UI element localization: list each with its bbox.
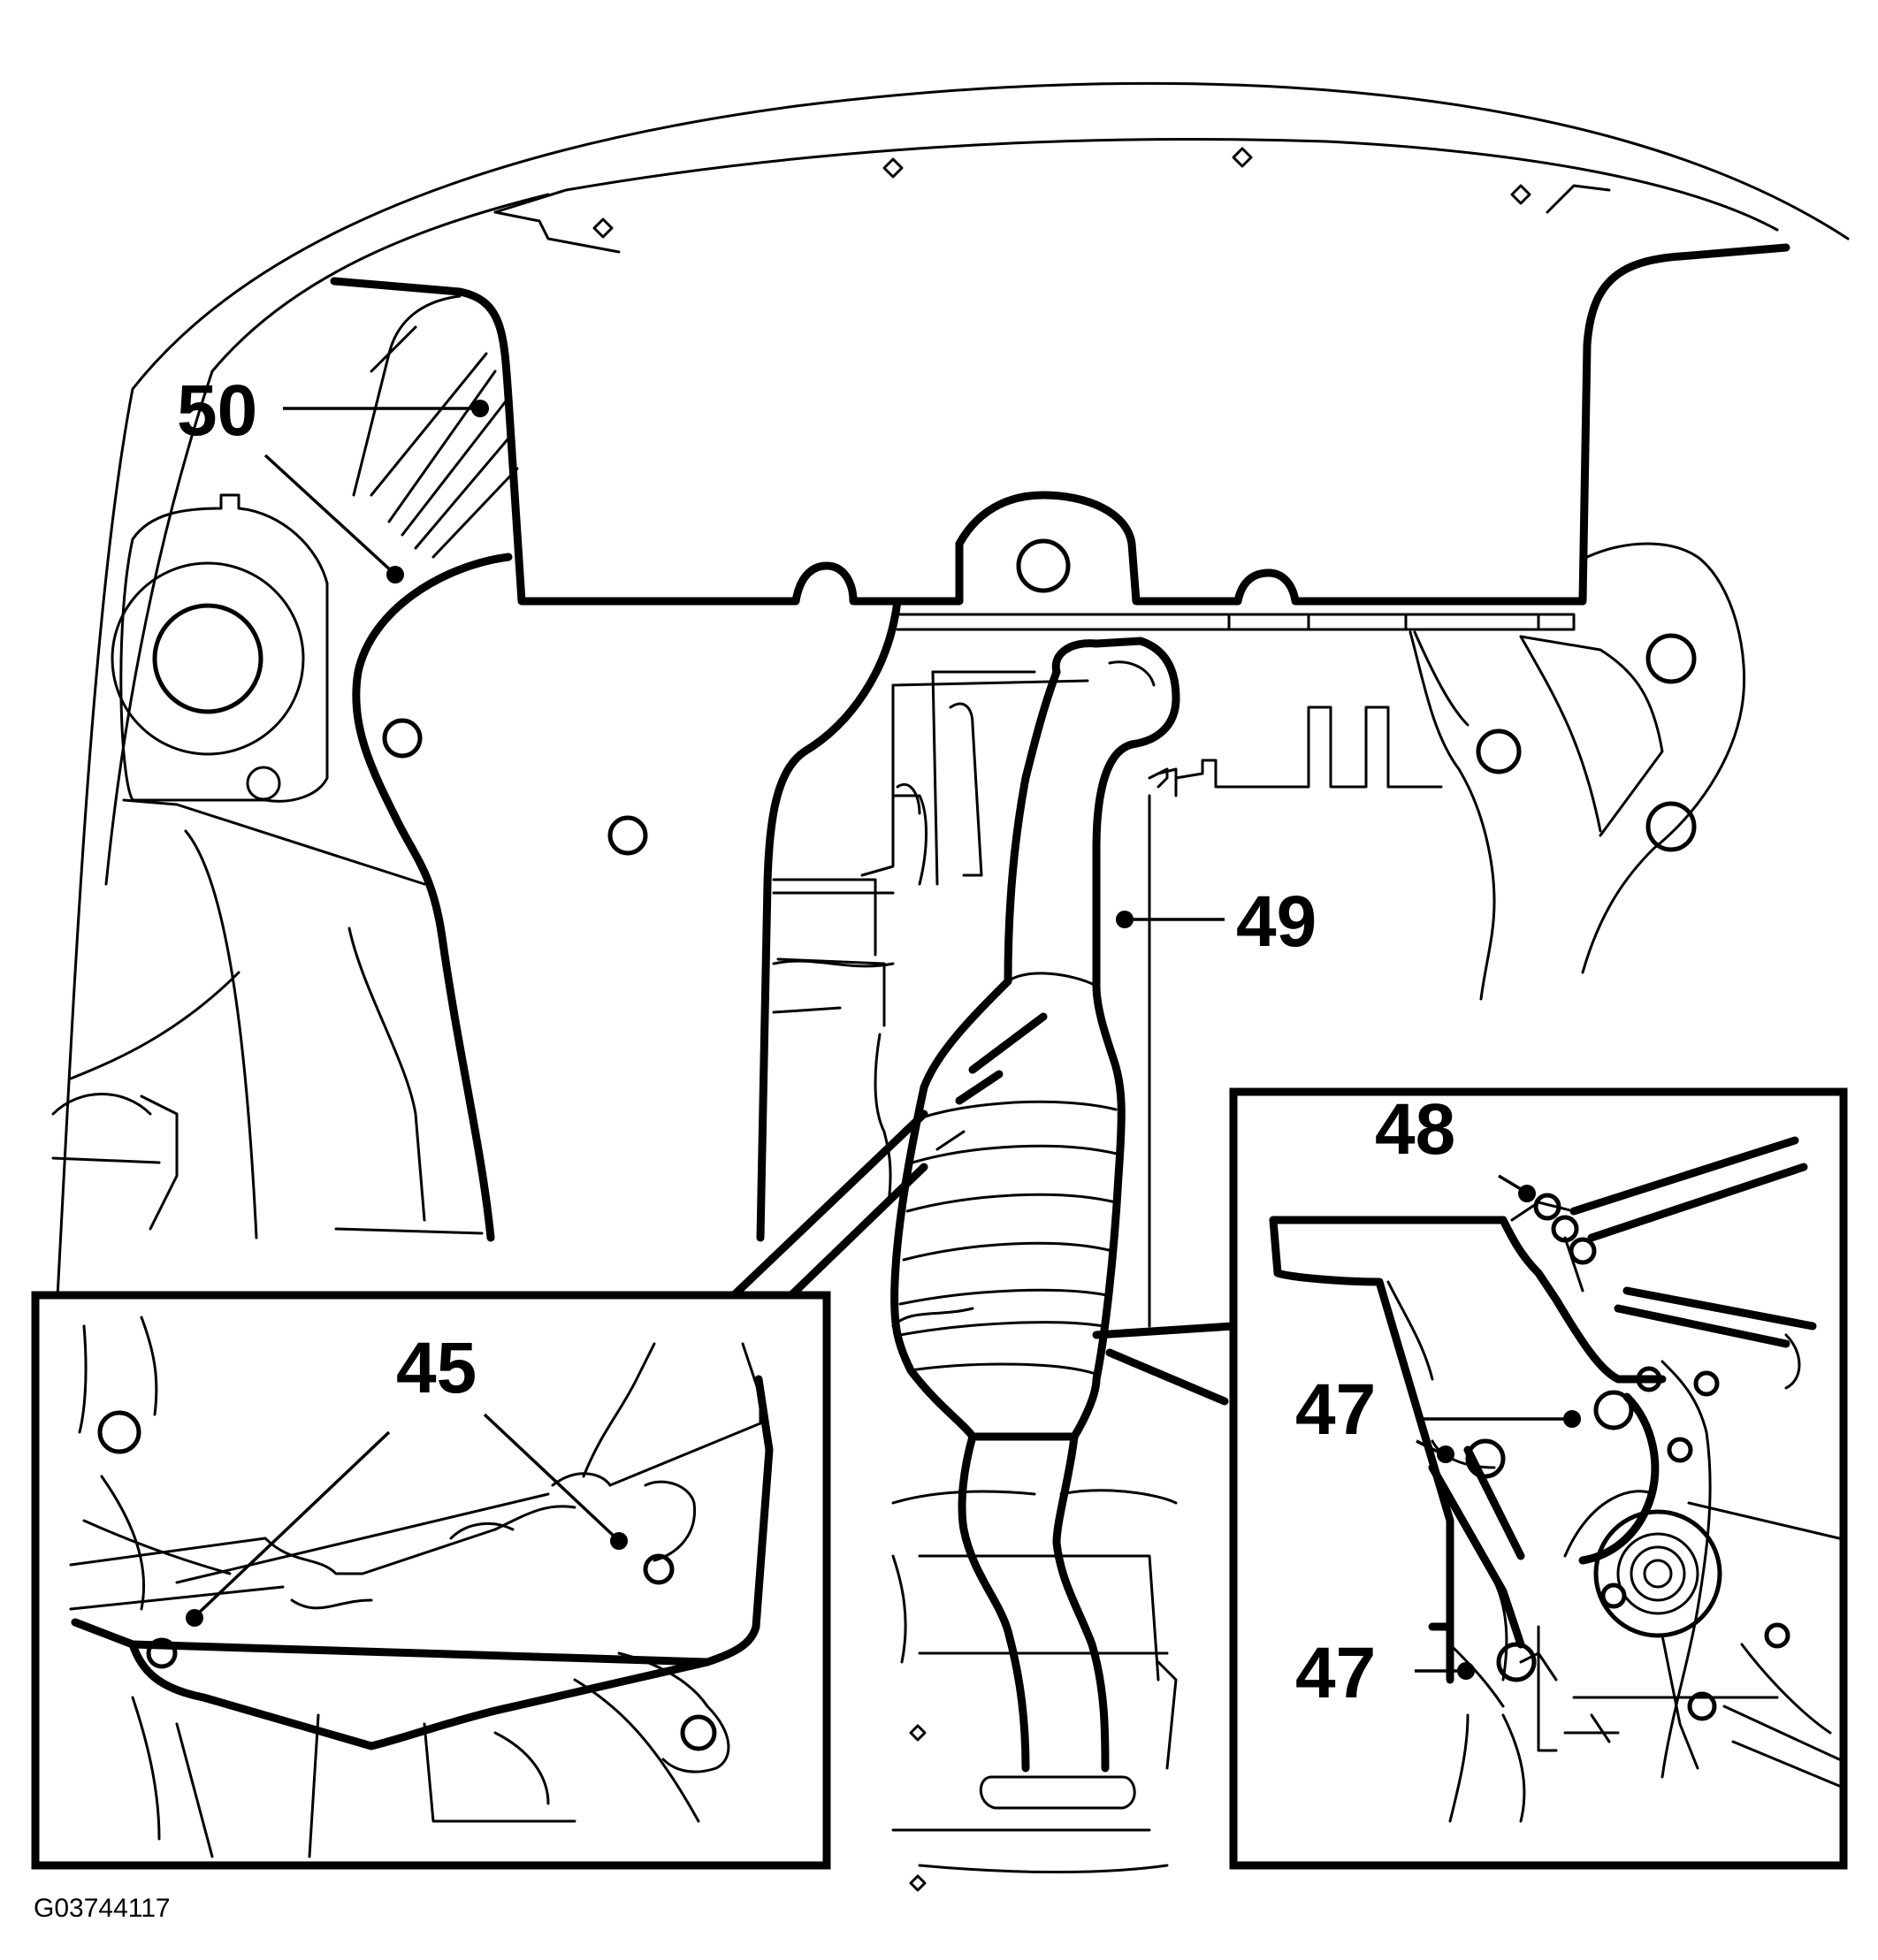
exhaust-front-pipe	[1004, 637, 1180, 990]
callout-47-lower: 47	[1295, 1633, 1376, 1713]
callout-45: 45	[396, 1328, 477, 1408]
left-detail-inset	[31, 1291, 831, 1870]
callout-47-upper: 47	[1295, 1369, 1376, 1450]
callout-49: 49	[1236, 881, 1317, 962]
left-hub-assembly	[51, 493, 426, 1239]
bumper-clip-icons	[592, 147, 1531, 239]
callout-48: 48	[1375, 1089, 1455, 1170]
callout-50: 50	[177, 370, 257, 451]
catalytic-converter	[890, 972, 1126, 1441]
subframe-center-member	[756, 597, 902, 1242]
right-detail-inset	[1229, 1087, 1848, 1870]
shield-tab-holes	[1016, 538, 1071, 593]
shield-hatching	[352, 294, 519, 559]
gear-hub-icon	[1593, 1509, 1722, 1638]
inset-connectors	[729, 1110, 1238, 1406]
splash-shield	[330, 243, 1790, 606]
crossmember-lines	[772, 878, 892, 1204]
callout-labels: 50 49 48 47 47 45	[177, 370, 1455, 1713]
bolt-icon	[1465, 1193, 1634, 1682]
subframe-holes	[382, 718, 648, 856]
bumper-outline	[51, 81, 1850, 1381]
figure-id: G03744117	[34, 1894, 171, 1923]
callout-leaders	[186, 400, 1581, 1680]
subframe-detail-lines	[334, 927, 484, 1235]
exhaust-rear-pipe	[891, 1432, 1178, 1892]
subframe-left-member	[352, 553, 513, 1242]
bolt-icon	[146, 1553, 675, 1669]
